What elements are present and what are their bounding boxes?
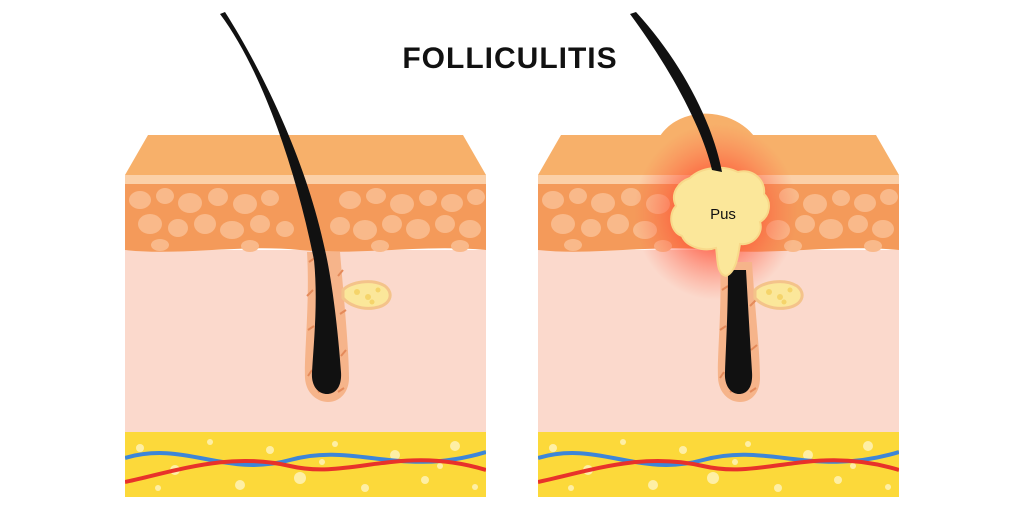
fat-dots xyxy=(136,439,478,492)
cells xyxy=(129,188,485,252)
subcutaneous-layer xyxy=(125,432,486,497)
gland-texture xyxy=(354,287,381,305)
hair-shaft-root xyxy=(724,270,753,394)
sheath-texture xyxy=(719,285,758,393)
hair-shaft xyxy=(630,12,722,172)
artery xyxy=(125,458,486,484)
artery xyxy=(538,458,899,484)
inflamed-skin-panel: Pus xyxy=(538,12,899,497)
pus-blob xyxy=(670,166,770,278)
epidermis-band xyxy=(125,175,486,184)
epidermis-layer xyxy=(125,135,486,175)
diagram-title: FOLLICULITIS xyxy=(402,42,618,75)
subcutaneous-layer xyxy=(538,432,899,497)
dermis-layer xyxy=(125,250,486,435)
healthy-skin-panel xyxy=(125,12,486,497)
hair-shaft xyxy=(220,12,342,394)
pus-label: Pus xyxy=(710,206,736,223)
gland-texture xyxy=(766,287,793,305)
